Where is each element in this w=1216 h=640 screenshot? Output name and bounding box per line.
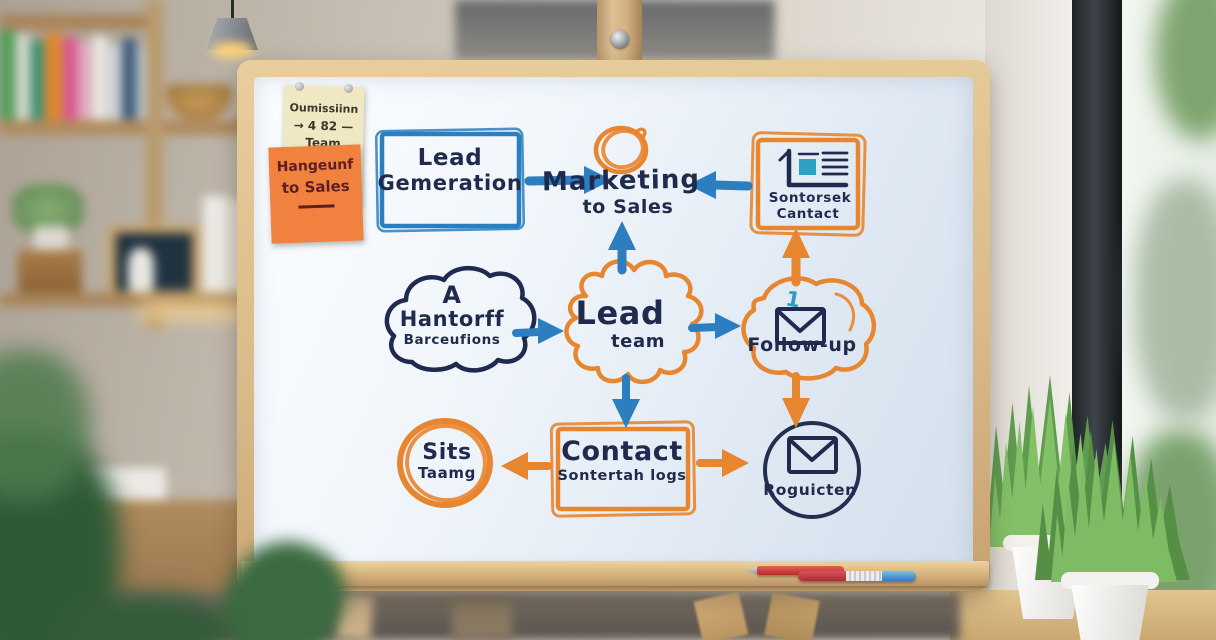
follow-up-label: Follow-up bbox=[747, 334, 857, 356]
marker-label bbox=[846, 571, 882, 581]
easel-knob bbox=[611, 30, 629, 48]
foreground-leaf bbox=[60, 595, 230, 640]
foreground-leaf bbox=[0, 350, 90, 500]
plant-leaves bbox=[1051, 440, 1177, 582]
red-marker bbox=[756, 566, 844, 575]
roguicten-label: Roguicten bbox=[763, 481, 857, 499]
red-marker-tip bbox=[744, 567, 757, 574]
shelf-board bbox=[0, 14, 160, 30]
pendant-lamp bbox=[200, 0, 270, 70]
potted-plant bbox=[1035, 420, 1190, 640]
lead-team-label-1: Lead bbox=[575, 294, 665, 332]
book-spine bbox=[122, 38, 136, 122]
book-spine bbox=[45, 33, 62, 122]
leaf-silhouette bbox=[1135, 180, 1216, 420]
lamp-cord bbox=[231, 0, 234, 20]
note-underline bbox=[298, 204, 335, 209]
lead-team-label-2: team bbox=[610, 331, 666, 352]
hantorff-label-3: Barceufions bbox=[403, 332, 501, 348]
plant-pot bbox=[34, 226, 68, 252]
pin-icon bbox=[344, 84, 353, 93]
sits-label-2: Taamg bbox=[418, 464, 476, 482]
lamp-glow bbox=[210, 42, 254, 58]
easel-leg bbox=[764, 591, 820, 640]
figurine bbox=[128, 248, 154, 292]
sontorsek-label-2: Cantact bbox=[776, 206, 840, 222]
contact-label-2: Sontertah logs bbox=[557, 468, 687, 484]
plant bbox=[12, 184, 84, 234]
marker-cap bbox=[882, 571, 916, 581]
book-spine bbox=[92, 36, 107, 122]
lead-generation-label-2: Gemeration bbox=[377, 171, 523, 195]
basket bbox=[166, 84, 232, 119]
book-spine bbox=[31, 40, 44, 122]
marketing-label-1: Marketing bbox=[541, 164, 701, 198]
plant-stand bbox=[18, 250, 82, 295]
sits-label-1: Sits bbox=[422, 440, 472, 465]
book-spine bbox=[63, 37, 77, 122]
easel-leg bbox=[452, 600, 512, 640]
hantorff-label-2: Hantorff bbox=[399, 307, 505, 331]
note-line: Oumissiinn bbox=[289, 101, 359, 116]
book-spine bbox=[16, 34, 30, 122]
lead-generation-label-1: Lead bbox=[417, 145, 483, 171]
note-line: Hangeunf bbox=[276, 156, 354, 176]
easel-leg bbox=[693, 591, 749, 640]
contact-label-1: Contact bbox=[561, 436, 683, 467]
pin-icon bbox=[295, 82, 304, 91]
book-spine bbox=[0, 30, 15, 122]
pot-rim bbox=[1061, 572, 1159, 589]
note-line: → 4 82 — bbox=[293, 118, 354, 134]
note-line: to Sales bbox=[281, 176, 350, 198]
book-spine bbox=[78, 42, 91, 122]
marketing-label-2: to Sales bbox=[582, 196, 674, 218]
hantorff-label-1: A bbox=[442, 281, 462, 309]
white-book bbox=[203, 196, 229, 292]
book-spine bbox=[108, 44, 121, 122]
orange-sticky-note: Hangeunf to Sales bbox=[268, 144, 364, 244]
pot bbox=[1071, 585, 1149, 640]
marker-body bbox=[798, 571, 846, 581]
sontorsek-label-1: Sontorsek bbox=[768, 190, 852, 206]
blue-capped-marker bbox=[798, 571, 916, 581]
